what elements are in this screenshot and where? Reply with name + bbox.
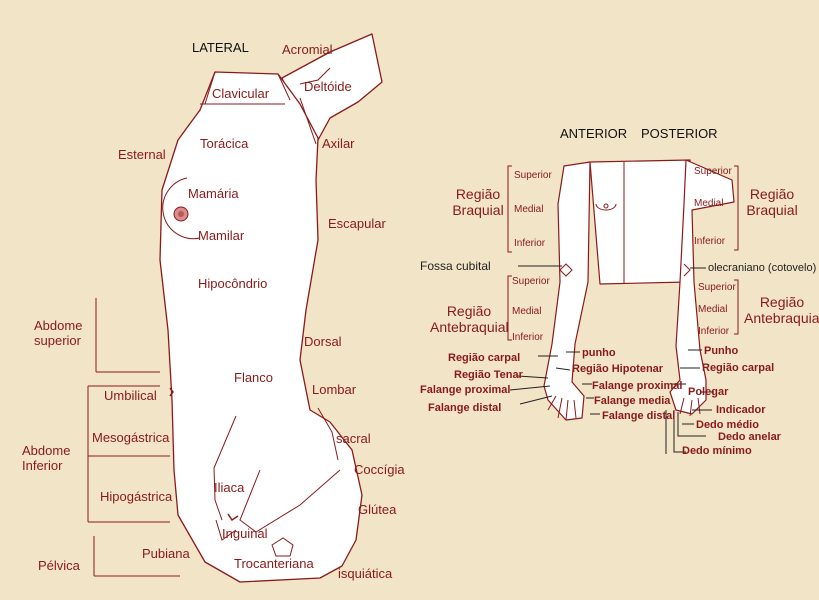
label-regiao-carpal-left: Região carpal [448,352,520,364]
label-pubiana: Pubiana [142,546,190,561]
label-dedo-minimo: Dedo mínimo [682,445,752,457]
label-deltoide: Deltóide [304,79,352,94]
anterior-heading: ANTERIOR [560,126,627,141]
label-medial-1: Medial [514,204,543,215]
label-regiao-braquial-right: Região Braquial [744,186,800,218]
label-indicador: Indicador [716,404,766,416]
label-superior-4: Superior [698,282,736,293]
label-falange-media: Falange media [594,395,670,407]
label-dedo-medio: Dedo médio [696,419,759,431]
label-medial-3: Medial [512,306,541,317]
label-falange-proximal-right: Falange proximal [592,380,682,392]
label-inferior-1: Inferior [514,238,545,249]
label-toracica: Torácica [200,136,248,151]
label-dorsal: Dorsal [304,334,342,349]
label-superior-1: Superior [514,170,552,181]
label-coccigia: Coccígia [354,462,405,477]
label-superior-3: Superior [512,276,550,287]
label-mesogastrica: Mesogástrica [92,430,169,445]
label-falange-distal-left: Falange distal [428,402,501,414]
label-punho-right: Punho [704,345,738,357]
label-fossa-cubital: Fossa cubital [420,259,491,274]
label-hipogastrica: Hipogástrica [100,489,172,504]
label-abdome-inferior: Abdome Inferior [22,443,88,473]
label-inferior-4: Inferior [698,326,729,337]
label-medial-2: Medial [694,198,723,209]
label-esternal: Esternal [118,147,166,162]
label-punho-left: punho [582,347,616,359]
label-flanco: Flanco [234,370,273,385]
label-axilar: Axilar [322,136,355,151]
label-falange-proximal-left: Falange proximal [420,384,510,396]
label-sacral: sacral [336,431,371,446]
label-dedo-anelar: Dedo anelar [718,431,781,443]
label-olecraniano: olecraniano (cotovelo) [708,261,816,276]
label-regiao-carpal-right: Região carpal [702,362,774,374]
label-regiao-hipotenar: Região Hipotenar [572,363,663,375]
label-polegar: Polegar [688,386,728,398]
label-isquiatica: isquiática [338,566,392,581]
label-mamilar: Mamilar [198,228,244,243]
label-iliaca: Iliaca [214,480,244,495]
chest-panel [590,160,690,284]
label-clavicular: Clavicular [212,86,269,101]
label-pelvica: Pélvica [38,558,80,573]
label-mamaria: Mamária [188,186,239,201]
label-hipocondrio: Hipocôndrio [198,276,267,291]
label-regiao-tenar: Região Tenar [454,369,523,381]
lateral-heading: LATERAL [192,40,249,55]
label-regiao-antebraquial-right: Região Antebraquial [744,294,819,326]
label-abdome-superior: Abdome superior [34,318,94,348]
label-inferior-3: Inferior [512,332,543,343]
label-trocanteriana: Trocanteriana [234,556,314,571]
label-inguinal: Inguinal [222,526,268,541]
label-escapular: Escapular [328,216,386,231]
label-inferior-2: Inferior [694,236,725,247]
label-umbilical: Umbilical [104,388,157,403]
label-superior-2: Superior [694,166,732,177]
label-medial-4: Medial [698,304,727,315]
label-regiao-braquial-left: Região Braquial [448,186,508,218]
label-glutea: Glútea [358,502,396,517]
label-falange-distal-right: Falange distal [602,410,675,422]
posterior-heading: POSTERIOR [641,126,718,141]
label-lombar: Lombar [312,382,356,397]
label-acromial: Acromial [282,42,333,57]
label-regiao-antebraquial-left: Região Antebraquial [430,303,508,335]
left-arm-shape [544,162,590,420]
